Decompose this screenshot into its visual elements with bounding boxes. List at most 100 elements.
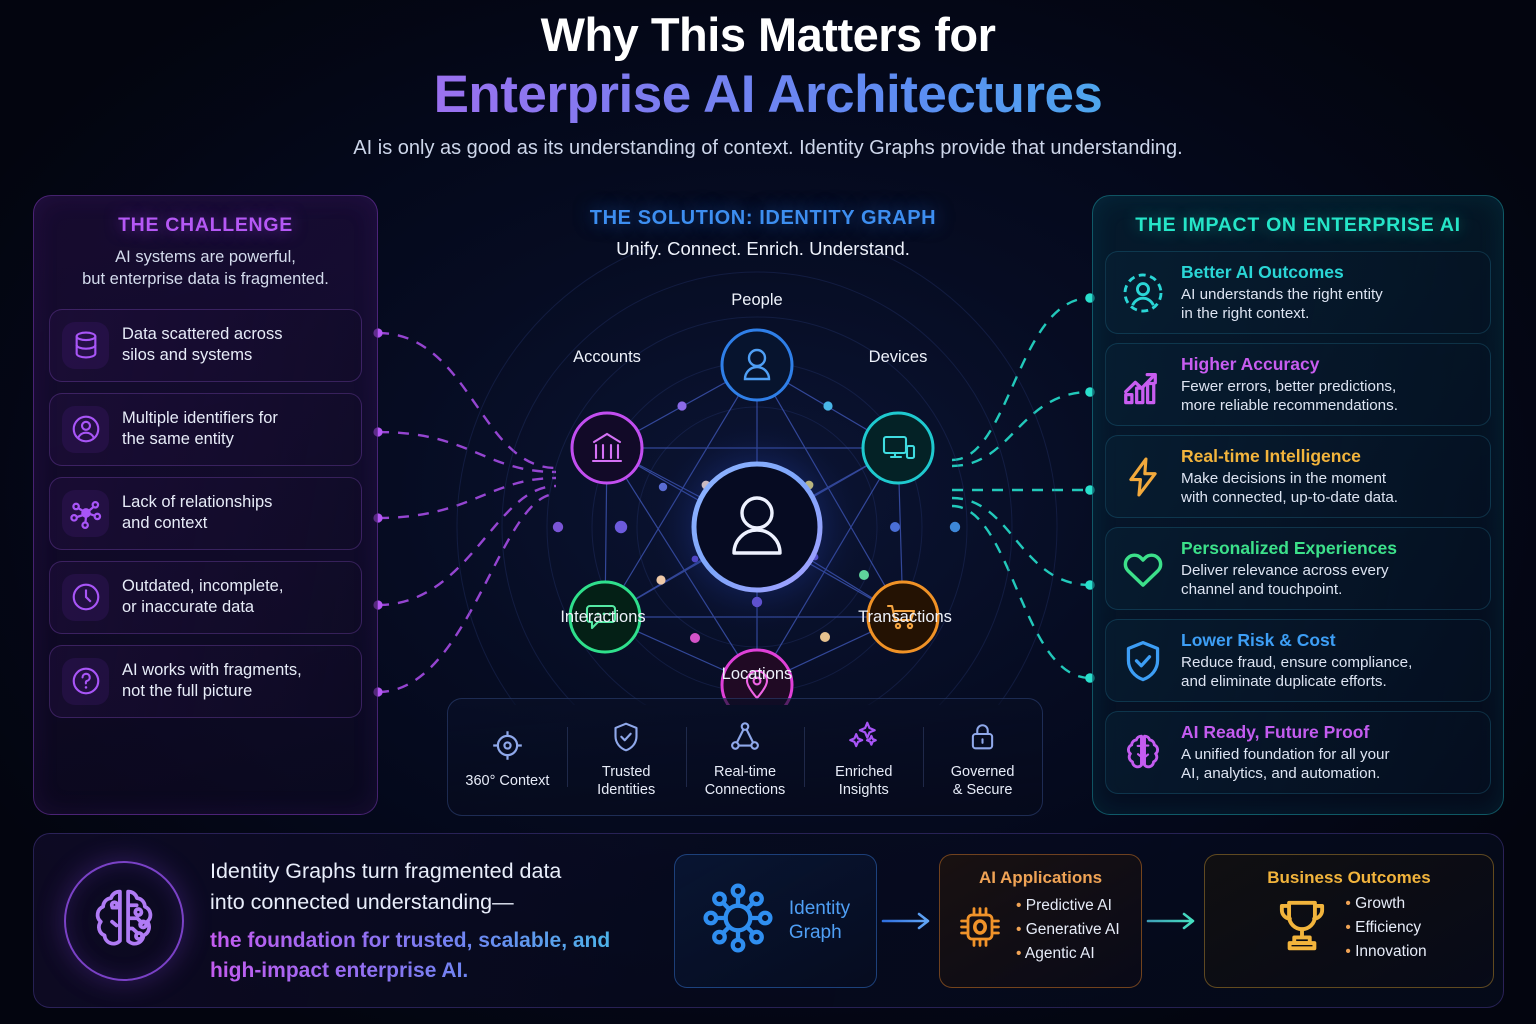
page-header: Why This Matters for Enterprise AI Archi… [0, 10, 1536, 160]
solution-benefits-row: 360° Context Trusted Identities [447, 698, 1043, 816]
network-nodes-icon [62, 489, 109, 537]
solution-header: THE SOLUTION: IDENTITY GRAPH Unify. Conn… [390, 207, 1136, 260]
graph-label-transactions: Transactions [858, 608, 952, 626]
target-icon [452, 724, 563, 768]
challenge-item-text: Data scattered across silos and systems [122, 324, 283, 365]
challenge-panel: THE CHALLENGE AI systems are powerful, b… [33, 195, 378, 815]
impact-list: Better AI Outcomes AI understands the ri… [1105, 251, 1491, 794]
challenge-item[interactable]: AI works with fragments, not the full pi… [49, 644, 362, 718]
business-outcomes-bullets: • Growth • Efficiency • Innovation [1345, 894, 1427, 960]
arrow-right-blue-icon [877, 909, 939, 933]
impact-item-heading: AI Ready, Future Proof [1181, 721, 1370, 742]
impact-title: THE IMPACT ON ENTERPRISE AI [1135, 214, 1461, 236]
target-user-icon [1117, 267, 1169, 319]
benefit-pill[interactable]: 360° Context [448, 724, 567, 791]
identity-graph-svg [456, 245, 1058, 705]
question-circle-icon [62, 657, 109, 705]
impact-item[interactable]: Better AI Outcomes AI understands the ri… [1105, 251, 1491, 334]
footer-highlight: the foundation for trusted, scalable, an… [210, 926, 650, 985]
identity-graph-label: Identity Graph [788, 898, 851, 943]
footer-flow: Identity Graph AI Applications [674, 853, 1494, 988]
impact-item-text: Real-time Intelligence Make decisions in… [1181, 445, 1398, 506]
benefit-pill-text: Trusted Identities [597, 763, 656, 798]
solution-subtitle: Unify. Connect. Enrich. Understand. [616, 238, 910, 259]
impact-item-text: Better AI Outcomes AI understands the ri… [1181, 261, 1383, 322]
triangle-nodes-icon [690, 715, 801, 759]
challenge-item[interactable]: Lack of relationships and context [49, 476, 362, 550]
graph-label-people: People [731, 291, 783, 309]
impact-item-heading: Higher Accuracy [1181, 353, 1320, 374]
page-title-line1: Why This Matters for [540, 8, 996, 61]
impact-item-heading: Better AI Outcomes [1181, 261, 1344, 282]
graph-node-accounts [570, 411, 644, 485]
lightning-icon [1117, 451, 1169, 503]
graph-node-transactions [866, 580, 940, 654]
impact-item-heading: Lower Risk & Cost [1181, 629, 1336, 650]
trophy-icon [1271, 894, 1333, 961]
page-title-line2: Enterprise AI Architectures [0, 65, 1536, 124]
impact-item[interactable]: Real-time Intelligence Make decisions in… [1105, 435, 1491, 518]
flow-business-outcomes[interactable]: Business Outcomes • Growth • Efficiency [1204, 853, 1494, 988]
ai-applications-bullets: • Predictive AI • Generative AI • Agenti… [1016, 896, 1120, 962]
challenge-item-text: Lack of relationships and context [122, 492, 273, 533]
identity-graph-icon [701, 881, 775, 960]
benefit-pill[interactable]: Enriched Insights [804, 715, 923, 799]
challenge-item-text: Multiple identifiers for the same entity [122, 408, 278, 449]
impact-item[interactable]: Lower Risk & Cost Reduce fraud, ensure c… [1105, 619, 1491, 702]
chip-icon [956, 903, 1004, 956]
benefit-pill-text: 360° Context [465, 772, 550, 789]
benefit-pill[interactable]: Trusted Identities [566, 715, 686, 799]
graph-label-interactions: Interactions [560, 608, 646, 626]
challenge-item[interactable]: Data scattered across silos and systems [49, 308, 362, 382]
brain-icon [1117, 727, 1169, 779]
footer-statement: Identity Graphs turn fragmented data int… [210, 856, 650, 985]
ai-applications-heading: AI Applications [978, 867, 1103, 887]
graph-label-locations: Locations [721, 665, 793, 683]
impact-item-text: Personalized Experiences Deliver relevan… [1181, 537, 1397, 598]
benefit-pill-text: Enriched Insights [835, 763, 893, 798]
graph-node-devices [861, 411, 935, 485]
impact-item[interactable]: Higher Accuracy Fewer errors, better pre… [1105, 343, 1491, 426]
footer-summary-bar: Identity Graphs turn fragmented data int… [33, 833, 1504, 1008]
impact-item-heading: Personalized Experiences [1181, 537, 1397, 558]
database-icon [62, 321, 109, 369]
graph-node-interactions [568, 580, 642, 654]
impact-item-text: AI Ready, Future Proof A unified foundat… [1181, 721, 1390, 782]
impact-panel: THE IMPACT ON ENTERPRISE AI Better AI Ou… [1092, 195, 1504, 815]
graph-label-devices: Devices [868, 348, 928, 366]
impact-item[interactable]: Personalized Experiences Deliver relevan… [1105, 527, 1491, 610]
lock-icon [927, 715, 1038, 759]
sparkles-icon [808, 715, 919, 759]
impact-item[interactable]: AI Ready, Future Proof A unified foundat… [1105, 711, 1491, 794]
challenge-subtitle: AI systems are powerful, but enterprise … [82, 248, 329, 289]
impact-item-heading: Real-time Intelligence [1181, 445, 1361, 466]
challenge-item[interactable]: Outdated, incomplete, or inaccurate data [49, 560, 362, 634]
business-outcomes-heading: Business Outcomes [1267, 867, 1431, 887]
page-subtitle: AI is only as good as its understanding … [353, 136, 1183, 159]
challenge-list: Data scattered across silos and systems … [49, 308, 362, 718]
challenge-item-text: AI works with fragments, not the full pi… [122, 660, 302, 701]
graph-label-accounts: Accounts [573, 348, 641, 366]
bar-chart-up-icon [1117, 359, 1169, 411]
benefit-pill[interactable]: Governed & Secure [923, 715, 1042, 799]
user-circle-icon [62, 405, 109, 453]
challenge-item-text: Outdated, incomplete, or inaccurate data [122, 576, 284, 617]
impact-item-text: Lower Risk & Cost Reduce fraud, ensure c… [1181, 629, 1413, 690]
clock-icon [62, 573, 109, 621]
graph-node-people [720, 328, 794, 402]
flow-identity-graph[interactable]: Identity Graph [674, 853, 877, 988]
challenge-item[interactable]: Multiple identifiers for the same entity [49, 392, 362, 466]
brain-circuit-icon [64, 860, 184, 981]
identity-graph-diagram: People Accounts Devices Interactions Tra… [395, 245, 1120, 705]
benefit-pill[interactable]: Real-time Connections [685, 715, 805, 799]
benefit-pill-text: Real-time Connections [704, 763, 786, 798]
shield-check-icon [1117, 635, 1169, 687]
graph-node-locations [720, 648, 794, 705]
flow-ai-applications[interactable]: AI Applications • Predictive AI • Genera… [939, 853, 1142, 988]
solution-title: THE SOLUTION: IDENTITY GRAPH [589, 207, 937, 229]
impact-item-text: Higher Accuracy Fewer errors, better pre… [1181, 353, 1398, 414]
challenge-title: THE CHALLENGE [118, 214, 293, 236]
shield-check-icon [571, 715, 682, 759]
benefit-pill-text: Governed & Secure [950, 763, 1015, 798]
